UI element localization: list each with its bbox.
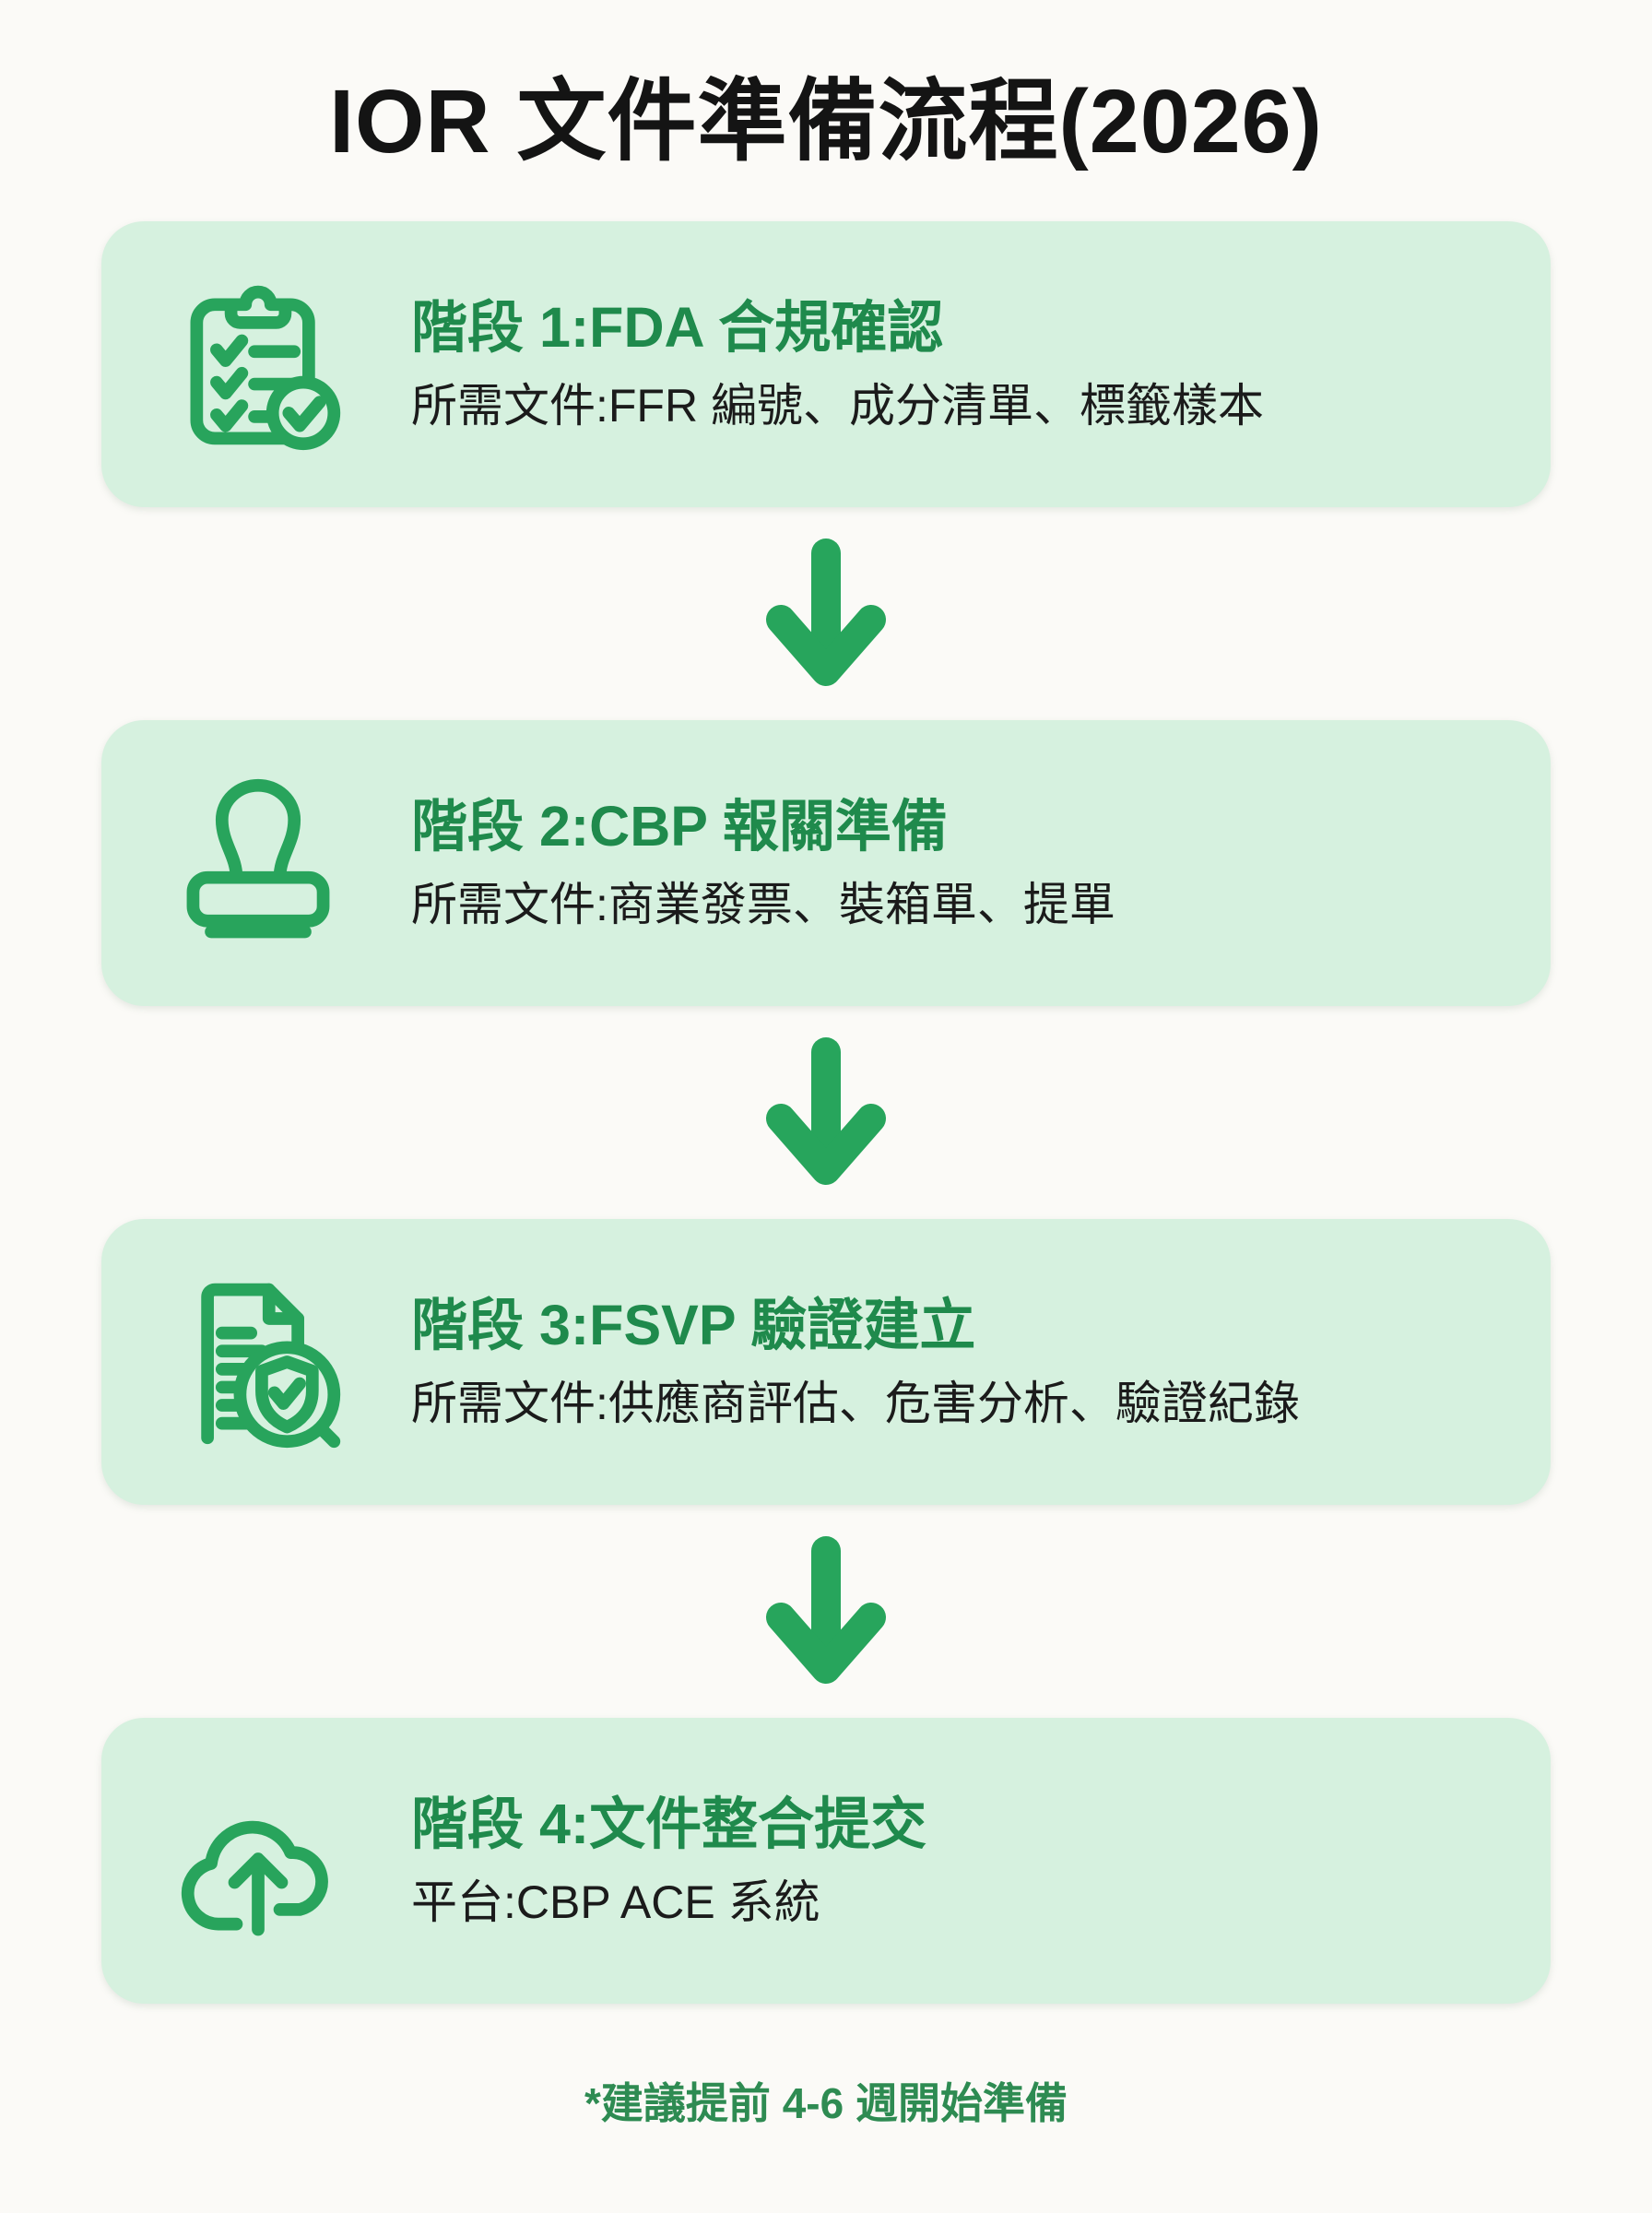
stage-1-heading: 階段 1:FDA 合規確認 — [411, 296, 944, 360]
stage-card-4: 階段 4:文件整合提交 平台:CBP ACE 系統 — [101, 1718, 1551, 2004]
cloud-upload-icon — [168, 1770, 348, 1951]
stage-3-detail: 所需文件:供應商評估、危害分析、驗證紀錄 — [411, 1378, 1300, 1430]
stage-2-text: 階段 2:CBP 報關準備 所需文件:商業發票、裝箱單、提單 — [411, 794, 1115, 932]
footnote: *建議提前 4-6 週開始準備 — [584, 2079, 1068, 2127]
down-arrow-icon — [753, 507, 899, 720]
stage-2-detail: 所需文件:商業發票、裝箱單、提單 — [411, 879, 1115, 931]
stage-4-heading: 階段 4:文件整合提交 — [411, 1793, 927, 1856]
stage-1-detail: 所需文件:FFR 編號、成分清單、標籤樣本 — [411, 380, 1264, 432]
clipboard-check-icon — [168, 274, 348, 455]
stage-4-detail: 平台:CBP ACE 系統 — [411, 1876, 820, 1929]
stage-card-3: 階段 3:FSVP 驗證建立 所需文件:供應商評估、危害分析、驗證紀錄 — [101, 1219, 1551, 1505]
document-shield-icon — [168, 1272, 348, 1452]
stage-card-2: 階段 2:CBP 報關準備 所需文件:商業發票、裝箱單、提單 — [101, 720, 1551, 1006]
stage-4-text: 階段 4:文件整合提交 平台:CBP ACE 系統 — [411, 1792, 926, 1930]
stage-2-heading: 階段 2:CBP 報關準備 — [411, 795, 948, 858]
stamp-icon — [168, 773, 348, 953]
stage-3-text: 階段 3:FSVP 驗證建立 所需文件:供應商評估、危害分析、驗證紀錄 — [411, 1293, 1300, 1431]
stage-card-1: 階段 1:FDA 合規確認 所需文件:FFR 編號、成分清單、標籤樣本 — [101, 221, 1551, 507]
down-arrow-icon — [753, 1006, 899, 1219]
page-title: IOR 文件準備流程(2026) — [329, 71, 1323, 172]
process-flow: 階段 1:FDA 合規確認 所需文件:FFR 編號、成分清單、標籤樣本 階段 2… — [0, 221, 1652, 2004]
stage-3-heading: 階段 3:FSVP 驗證建立 — [411, 1294, 976, 1357]
down-arrow-icon — [753, 1505, 899, 1718]
stage-1-text: 階段 1:FDA 合規確認 所需文件:FFR 編號、成分清單、標籤樣本 — [411, 295, 1264, 433]
